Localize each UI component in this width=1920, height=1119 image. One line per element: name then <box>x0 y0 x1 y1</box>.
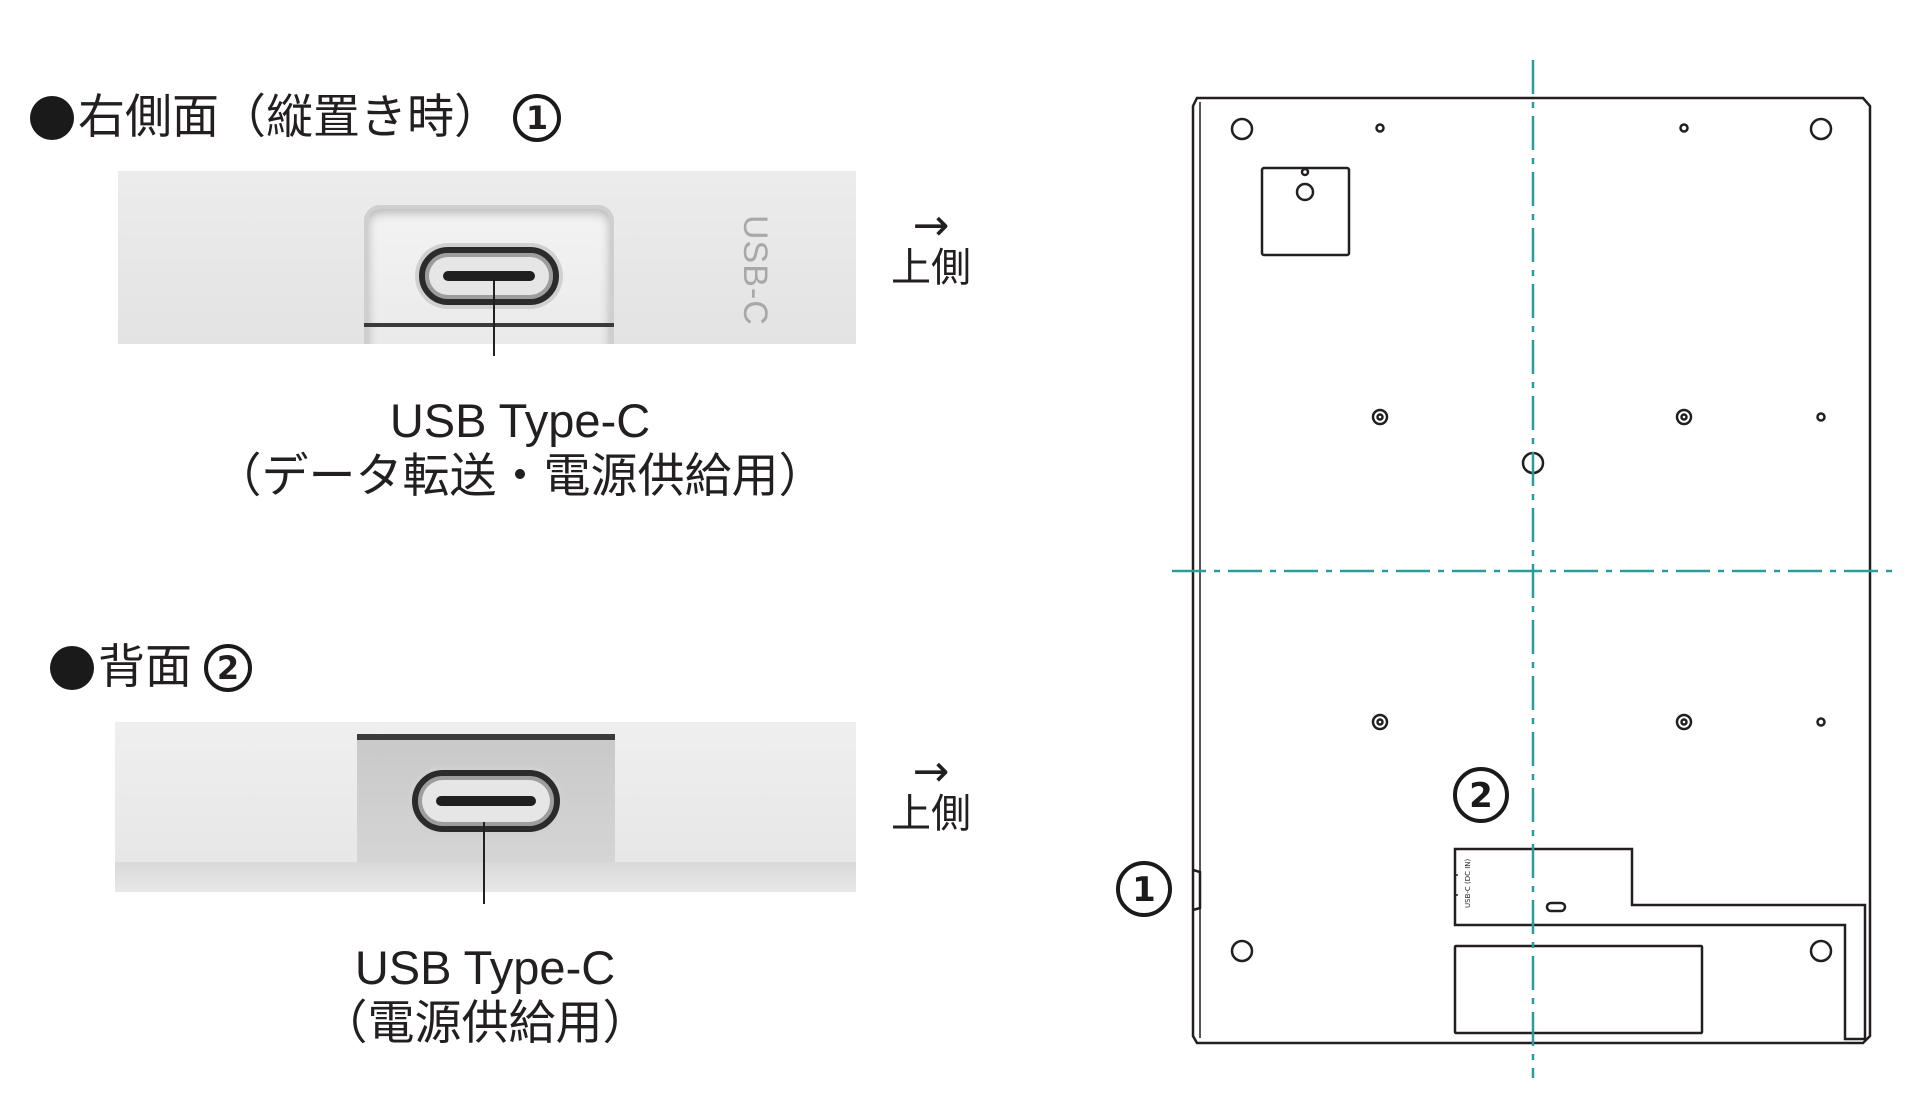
usb-c-tongue <box>436 796 536 806</box>
pin-hole <box>1375 123 1385 133</box>
vesa-hole <box>1371 408 1389 426</box>
section2-heading-text: 背面 <box>98 640 192 695</box>
vesa-hole <box>1680 413 1688 421</box>
label-plate <box>1453 944 1704 1035</box>
panel-seam <box>364 323 614 327</box>
port-panel-label: USB-C (DC IN) <box>1464 858 1472 908</box>
port-panel <box>1453 847 1867 1041</box>
section2-caption: USB Type-C （電源供給用） <box>260 940 710 1052</box>
section1-caption-line2: （データ転送・電源供給用） <box>214 449 826 504</box>
callout-side-port: 1 <box>1116 861 1172 917</box>
stand-plate-notch <box>1300 167 1310 177</box>
vesa-hole <box>1675 713 1693 731</box>
pin-hole <box>1816 717 1826 727</box>
section1-heading: 右側面（縦置き時） 1 <box>30 90 561 146</box>
panel-lip <box>115 862 856 892</box>
section2-caption-line1: USB Type-C <box>354 941 616 994</box>
callout-side-number: 1 <box>1132 870 1156 910</box>
right-arrow-icon: → <box>912 746 950 797</box>
section1-caption-line1: USB Type-C <box>389 394 651 447</box>
pin-hole <box>1679 123 1689 133</box>
back-port-photo <box>115 722 856 892</box>
screw-hole <box>1230 939 1254 963</box>
section2-marker: 2 <box>204 644 252 692</box>
screw-hole <box>1809 117 1833 141</box>
right-arrow-icon: → <box>912 200 950 251</box>
section2-caption-line2: （電源供給用） <box>320 996 650 1051</box>
usb-c-tongue <box>443 271 535 281</box>
panel-tick <box>1455 874 1458 896</box>
section1-leader-line <box>493 276 495 356</box>
section2-heading: 背面 2 <box>50 640 252 696</box>
screw-hole <box>1230 117 1254 141</box>
section2-direction-label: 上側 <box>891 791 971 837</box>
section2-leader-line <box>483 822 485 904</box>
screw-hole <box>1809 939 1833 963</box>
vesa-hole <box>1371 713 1389 731</box>
usb-c-port-icon <box>412 770 560 832</box>
section2-direction: → 上側 <box>886 746 976 837</box>
section1-direction-label: 上側 <box>891 245 971 291</box>
bullet-icon <box>30 96 74 140</box>
callout-back-number: 2 <box>1469 776 1493 816</box>
pin-hole <box>1816 412 1826 422</box>
callout-back-port: 2 <box>1453 767 1509 823</box>
stand-plate <box>1260 166 1351 257</box>
section1-caption: USB Type-C （データ転送・電源供給用） <box>200 393 840 505</box>
vesa-hole <box>1675 408 1693 426</box>
section1-direction: → 上側 <box>886 200 976 291</box>
device-outline <box>1191 96 1872 1045</box>
vesa-hole <box>1376 413 1384 421</box>
side-port-bump <box>1192 868 1202 912</box>
right-side-port-photo: USB-C <box>118 171 856 344</box>
section1-heading-text: 右側面（縦置き時） <box>78 90 501 145</box>
vesa-hole <box>1376 718 1384 726</box>
usb-c-port-icon <box>419 247 559 305</box>
vesa-hole <box>1680 718 1688 726</box>
bullet-icon <box>50 646 94 690</box>
usb-c-port-slot <box>1545 901 1567 913</box>
stand-plate-hole <box>1295 182 1315 202</box>
section1-marker: 1 <box>513 94 561 142</box>
